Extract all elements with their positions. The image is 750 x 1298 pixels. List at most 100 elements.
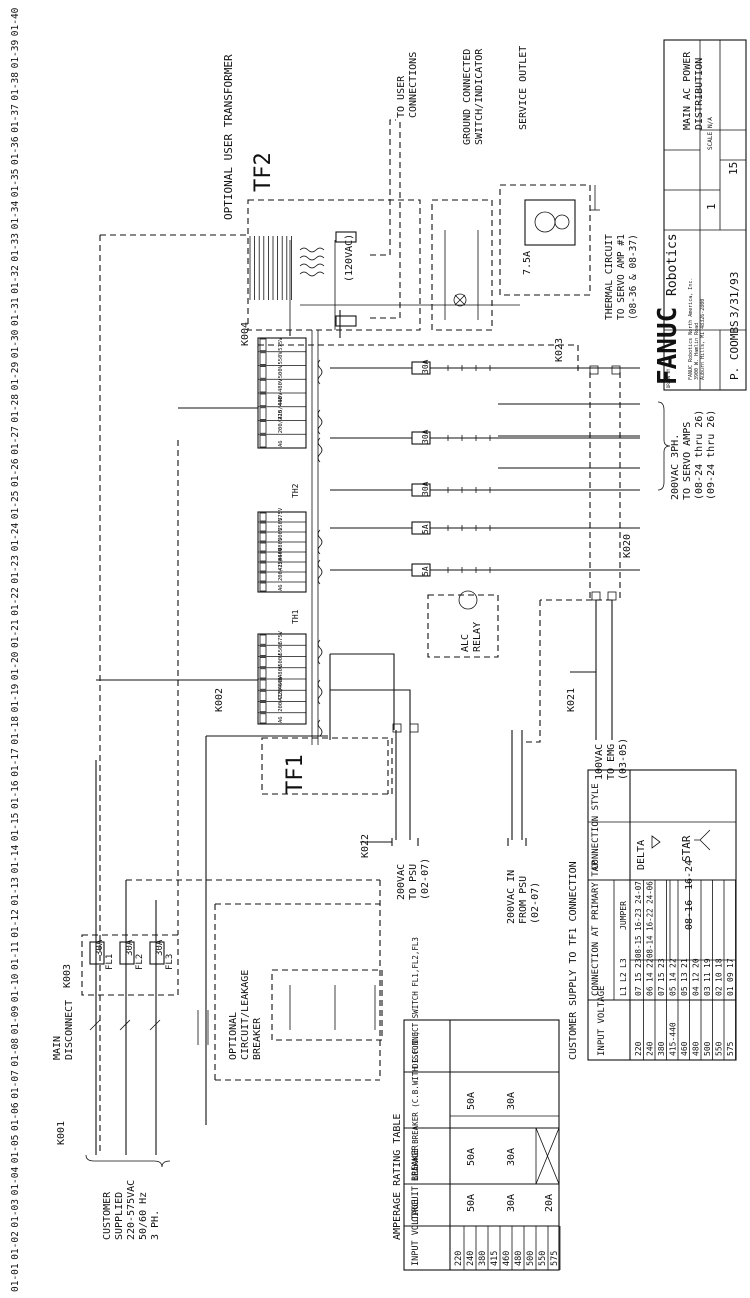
supply-voltage: 380 bbox=[657, 1041, 666, 1056]
line-number: 01-05 bbox=[10, 1135, 21, 1164]
sub-l2: L2 bbox=[619, 972, 628, 982]
line-number: 01-40 bbox=[10, 7, 21, 36]
tap-label: 415/440 bbox=[278, 548, 284, 571]
tf1-transformer: TF1 K002 bbox=[214, 359, 393, 795]
amp-voltage: 415 bbox=[490, 1251, 500, 1266]
tap-label: 460V bbox=[278, 675, 284, 689]
contactor-fuse: 30A bbox=[421, 481, 430, 496]
thermal-circuit: K023 THERMAL CIRCUIT TO SERVO AMP #1 (08… bbox=[554, 234, 639, 375]
tap-label: 575V bbox=[278, 337, 284, 351]
sub-jumper: JUMPER bbox=[619, 901, 628, 930]
line-number: 01-22 bbox=[10, 587, 21, 616]
supply-voltage: 220 bbox=[634, 1041, 643, 1056]
200vac-psu-3: (02-07) bbox=[420, 858, 431, 900]
amperage-table-title: AMPERAGE RATING TABLE bbox=[392, 1114, 403, 1240]
line-number: 01-06 bbox=[10, 1102, 21, 1131]
supply-jumper: 08-14 16-22 24-06 bbox=[646, 881, 655, 958]
tap-label: A6 bbox=[278, 716, 284, 723]
fuse-fl2: FL2 bbox=[135, 954, 145, 970]
contactor-fuse: 30A bbox=[421, 359, 430, 374]
k002-label: K002 bbox=[214, 688, 225, 712]
alc-relay: ALC RELAY bbox=[427, 590, 499, 658]
contactor-fuse: 5A bbox=[421, 524, 430, 534]
fuse-fl3: FL3 bbox=[165, 954, 175, 970]
amp-voltage: 240 bbox=[466, 1251, 476, 1266]
100vac-1: 100VAC bbox=[594, 744, 605, 780]
line-number: 01-32 bbox=[10, 265, 21, 294]
supply-l1: 05 bbox=[680, 986, 689, 996]
line-number: 01-19 bbox=[10, 684, 21, 713]
alc-relay-1: ALC bbox=[460, 634, 471, 652]
ground-connected-2: SWITCH/INDICATOR bbox=[474, 48, 485, 145]
supply-l3: 18 bbox=[715, 958, 724, 968]
lb-50a: 50A bbox=[466, 1148, 477, 1166]
supply-l3: 20 bbox=[692, 958, 701, 968]
main-disconnect-2: DISCONNECT bbox=[64, 1000, 75, 1060]
supply-l3: 23 bbox=[634, 958, 643, 968]
supply-voltage: 415-440 bbox=[669, 1022, 678, 1056]
cb-20a: 20A bbox=[544, 1194, 555, 1212]
fuse-fl1: FL1 bbox=[105, 954, 115, 970]
th1-label: TH1 bbox=[291, 609, 300, 624]
style-delta: DELTA bbox=[636, 840, 647, 870]
to-user-connections: TO USER CONNECTIONS bbox=[370, 52, 419, 319]
line-number: 01-28 bbox=[10, 394, 21, 423]
revision: 1 bbox=[705, 203, 718, 210]
optional-user-transformer: OPTIONAL USER TRANSFORMER TF2 (120VAC) K… bbox=[222, 54, 421, 346]
tap-label: 550V bbox=[278, 351, 284, 365]
tap-label: 200/220 bbox=[278, 558, 284, 581]
line-number: 01-04 bbox=[10, 1167, 21, 1196]
style-star: STAR bbox=[680, 835, 693, 862]
service-outlet: SERVICE OUTLET 7.5A bbox=[499, 46, 600, 296]
tap-label: 415/440 bbox=[278, 396, 284, 419]
line-number: 01-37 bbox=[10, 104, 21, 133]
tap-label: 480V bbox=[278, 664, 284, 678]
amp-voltage: 550 bbox=[538, 1251, 548, 1266]
th2-label: TH2 bbox=[291, 483, 300, 498]
line-number: 01-20 bbox=[10, 651, 21, 680]
supply-l2: 15 bbox=[657, 972, 666, 982]
ground-connected-1: GROUND CONNECTED bbox=[462, 49, 473, 145]
drawing-date: 3/31/93 bbox=[728, 272, 741, 318]
supply-l1: 06 bbox=[646, 986, 655, 996]
line-number: 01-17 bbox=[10, 748, 21, 777]
customer-supplied-3: 220-575VAC bbox=[126, 1180, 137, 1240]
line-number: 01-31 bbox=[10, 297, 21, 326]
line-number: 01-35 bbox=[10, 169, 21, 198]
fuse-7.5a: 7.5A bbox=[522, 251, 533, 275]
fuse-fl2-rating: 30A bbox=[125, 939, 135, 956]
servo-amps-1: 200VAC 3PH. bbox=[670, 434, 681, 500]
line-number: 01-09 bbox=[10, 1006, 21, 1035]
line-number: 01-25 bbox=[10, 491, 21, 520]
supply-voltage: 460 bbox=[680, 1041, 689, 1056]
120vac-label: (120VAC) bbox=[344, 234, 355, 282]
scale-label: SCALE bbox=[707, 132, 714, 150]
supply-voltage: 575 bbox=[726, 1041, 735, 1056]
supply-l3: 19 bbox=[703, 958, 712, 968]
drawn-by: P. COOMBS bbox=[728, 320, 741, 380]
tap-label: 480V bbox=[278, 537, 284, 551]
thermal-circuit-2: TO SERVO AMP #1 bbox=[616, 234, 627, 320]
tap-label: 460V bbox=[278, 392, 284, 406]
supply-l2: 14 bbox=[669, 972, 678, 982]
line-number: 01-27 bbox=[10, 426, 21, 455]
supply-l1: 02 bbox=[715, 986, 724, 996]
ground-connected-switch: GROUND CONNECTED SWITCH/INDICATOR bbox=[431, 48, 493, 331]
amp-header-disconnect: DISCONNECT SWITCH FL1,FL2,FL3 bbox=[411, 937, 420, 1068]
k020-label: K020 bbox=[622, 534, 633, 558]
supply-l2: 10 bbox=[715, 972, 724, 982]
line-number: 01-10 bbox=[10, 973, 21, 1002]
line-number: 01-07 bbox=[10, 1070, 21, 1099]
to-user-connections-2: CONNECTIONS bbox=[408, 52, 419, 118]
line-number: 01-26 bbox=[10, 458, 21, 487]
k003-label: K003 bbox=[62, 964, 73, 988]
servo-amps-2: TO SERVO AMPS bbox=[682, 422, 693, 500]
supply-voltage: 240 bbox=[646, 1041, 655, 1056]
tap-label: 575V bbox=[278, 630, 284, 644]
servo-amps-3: (08-24 thru 26) bbox=[694, 410, 705, 500]
fanuc-logo: FANUC bbox=[653, 307, 683, 385]
jumper-16-24: 16-24 bbox=[684, 860, 695, 890]
line-number-column: 01-0101-0201-0301-0401-0501-0601-0701-08… bbox=[10, 7, 21, 1292]
